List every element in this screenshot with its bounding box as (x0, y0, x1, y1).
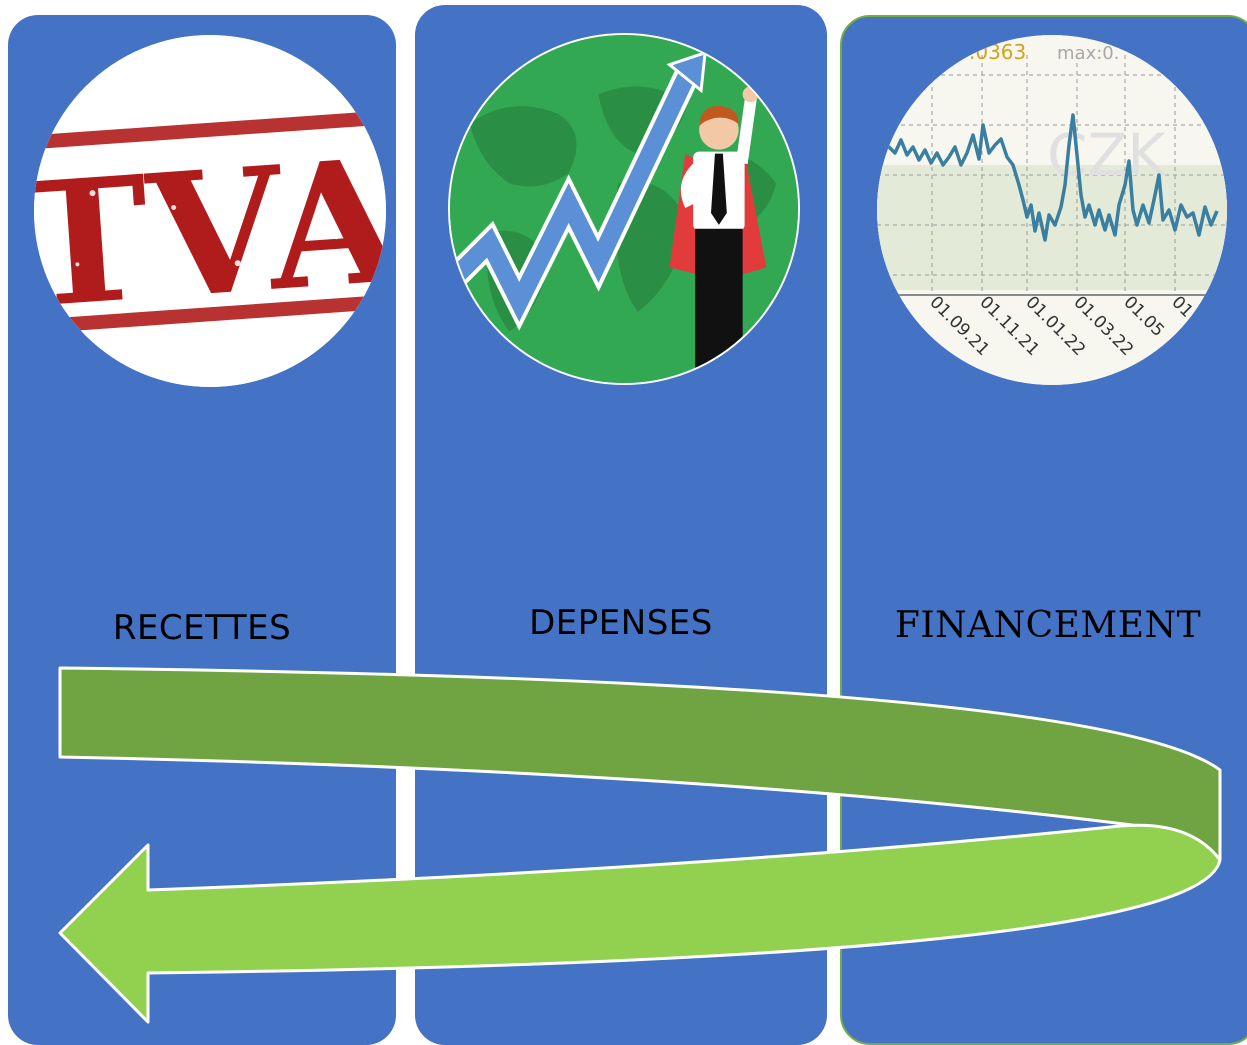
rising-chart-businessman-icon (448, 33, 800, 385)
label-recettes: RECETTES (112, 608, 292, 648)
rate-chart-max: max:0. (1057, 43, 1119, 64)
rate-chart-image: .0363 max:0. CZK 01.09.21 01.11.21 01.01… (877, 35, 1227, 385)
exchange-rate-chart-icon: .0363 max:0. CZK 01.09.21 01.11.21 01.01… (877, 35, 1227, 385)
tva-stamp-text: TVA (34, 121, 386, 347)
tva-stamp-icon: TVA (34, 35, 386, 387)
growth-illustration (450, 35, 798, 383)
label-depenses: DEPENSES (529, 603, 713, 643)
tva-stamp-image: TVA (34, 35, 386, 387)
label-financement: FINANCEMENT (894, 605, 1202, 646)
